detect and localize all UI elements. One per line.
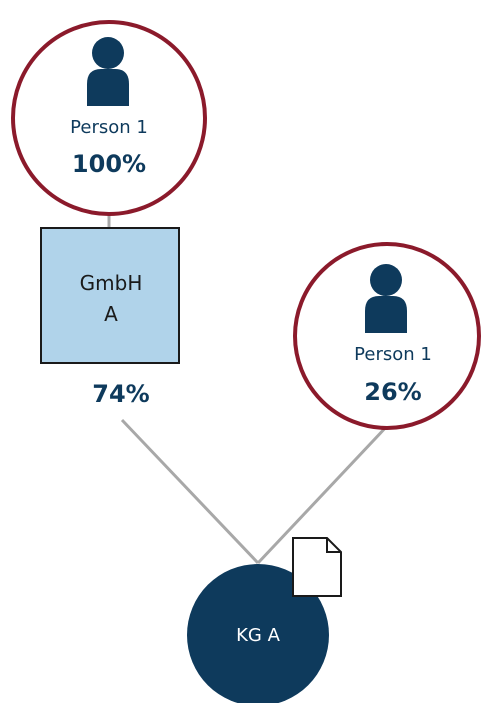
document-icon[interactable] — [292, 537, 342, 597]
person-top-share: 100% — [71, 150, 147, 178]
gmbh-box[interactable] — [40, 227, 180, 364]
person-top-circle[interactable] — [11, 20, 207, 216]
gmbh-label-line1: GmbH — [79, 271, 143, 295]
person-icon — [87, 37, 129, 106]
person-right-share: 26% — [364, 378, 422, 406]
person-icon — [365, 264, 407, 333]
person-right-label: Person 1 — [354, 344, 432, 365]
person-right-circle[interactable] — [293, 242, 481, 430]
connector-person-right-to-kg — [256, 422, 391, 565]
kg-circle[interactable] — [187, 564, 329, 703]
connector-gmbh-to-kg — [120, 418, 260, 565]
kg-label: KG A — [236, 625, 280, 646]
gmbh-label-line2: A — [104, 302, 118, 326]
gmbh-share: 74% — [92, 380, 150, 408]
person-top-label: Person 1 — [70, 117, 148, 138]
